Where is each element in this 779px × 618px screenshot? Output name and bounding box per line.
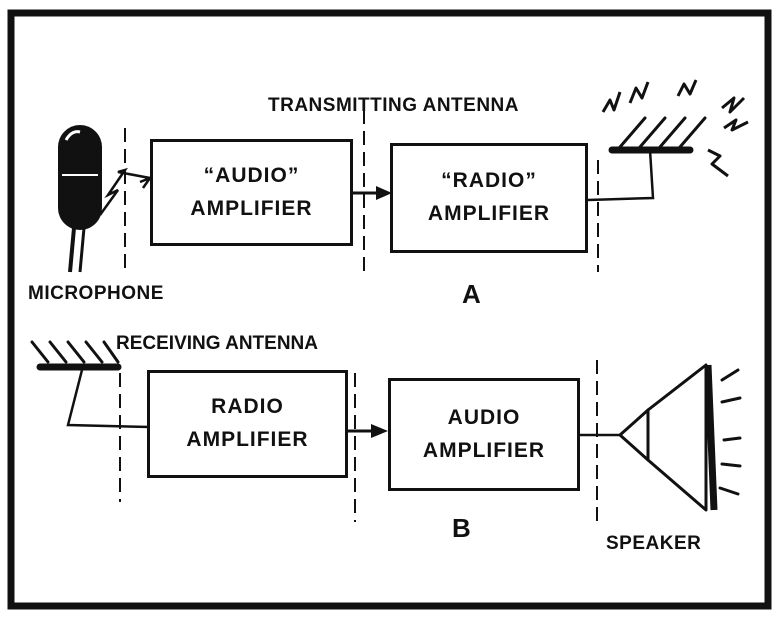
radio-amplifier-b-line1: RADIO	[211, 395, 284, 419]
transmitting-antenna-icon	[608, 116, 707, 154]
microphone-icon	[58, 125, 102, 273]
audio-amplifier-b-line1: AUDIO	[447, 405, 521, 429]
audio-amplifier-box-b: AUDIO AMPLIFIER	[388, 378, 580, 491]
receiving-antenna-label: RECEIVING ANTENNA	[116, 333, 318, 354]
transmitting-antenna-label: TRANSMITTING ANTENNA	[268, 95, 519, 116]
antenna-feed-wire-a	[587, 149, 655, 202]
speaker-icon	[618, 363, 718, 512]
microphone-label: MICROPHONE	[28, 283, 164, 304]
audio-amplifier-b-line2: AMPLIFIER	[422, 438, 546, 462]
divider-lines-b	[119, 360, 598, 522]
antenna-feed-wire-b	[66, 369, 151, 429]
divider-lines-a	[124, 110, 599, 272]
outer-border	[7, 9, 772, 610]
speaker-label: SPEAKER	[606, 533, 702, 554]
radio-amplifier-box-b: RADIO AMPLIFIER	[147, 370, 348, 478]
receiving-antenna-icon	[30, 340, 122, 371]
arrow-b	[345, 424, 388, 438]
section-b-letter: B	[452, 513, 472, 543]
arrow-a	[351, 186, 392, 200]
radio-amplifier-box-a: “RADIO” AMPLIFIER	[390, 143, 588, 253]
radio-amplifier-a-line2: AMPLIFIER	[427, 202, 551, 225]
section-a-letter: A	[462, 279, 482, 309]
radio-amplifier-b-line2: AMPLIFIER	[186, 428, 309, 451]
radio-amplifier-a-line1: “RADIO”	[441, 169, 537, 193]
audio-amplifier-box-a: “AUDIO” AMPLIFIER	[150, 139, 353, 246]
sound-lines-icon	[718, 368, 742, 496]
audio-amplifier-a-line2: AMPLIFIER	[190, 196, 313, 220]
radio-waves-icon	[601, 79, 749, 178]
audio-amplifier-a-line1: “AUDIO”	[203, 163, 300, 187]
